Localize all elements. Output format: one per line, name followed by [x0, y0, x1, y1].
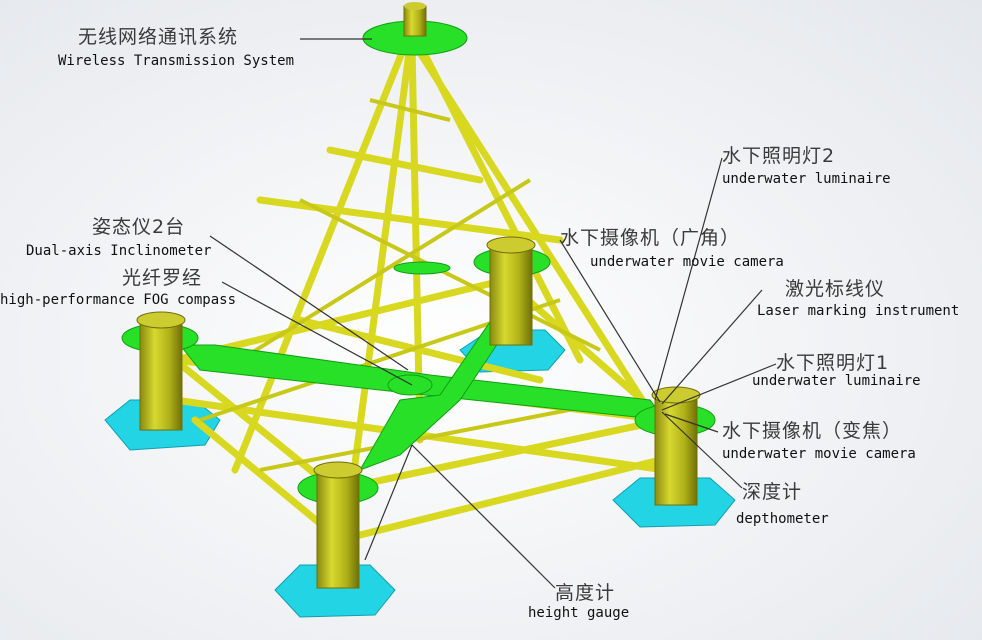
label-zh: 无线网络通讯系统 [78, 26, 239, 48]
columns [136, 236, 701, 589]
label-wireless-en: Wireless Transmission System [58, 53, 295, 69]
jacket-truss [171, 41, 669, 544]
label-camera-zoom: 水下摄像机（变焦） [722, 420, 903, 442]
label-camera-zoom-en: underwater movie camera [722, 446, 916, 462]
label-fog-compass: 光纤罗经 [122, 267, 203, 289]
label-camera-wide-en: underwater movie camera [590, 254, 784, 270]
label-luminaire-2: 水下照明灯2 [722, 145, 836, 167]
label-inclinometer: 姿态仪2台 [92, 216, 186, 238]
label-fog-compass-en: high-performance FOG compass [0, 292, 237, 308]
label-laser: 激光标线仪 [785, 278, 886, 300]
label-luminaire-2-en: underwater luminaire [722, 171, 891, 187]
label-depthometer: 深度计 [742, 481, 803, 503]
leader-lines [209, 38, 777, 589]
label-depthometer-en: depthometer [736, 511, 829, 527]
label-height-gauge: 高度计 [555, 582, 616, 604]
label-luminaire-1-en: underwater luminaire [752, 373, 921, 389]
label-height-gauge-en: height gauge [528, 605, 630, 621]
label-wireless: 无线网络通讯系统 [78, 28, 238, 47]
label-luminaire-1: 水下照明灯1 [776, 352, 890, 374]
top-platform [362, 2, 468, 56]
label-camera-wide: 水下摄像机（广角） [560, 227, 741, 249]
label-laser-en: Laser marking instrument [757, 303, 960, 319]
label-inclinometer-en: Dual-axis Inclinometer [26, 243, 212, 259]
